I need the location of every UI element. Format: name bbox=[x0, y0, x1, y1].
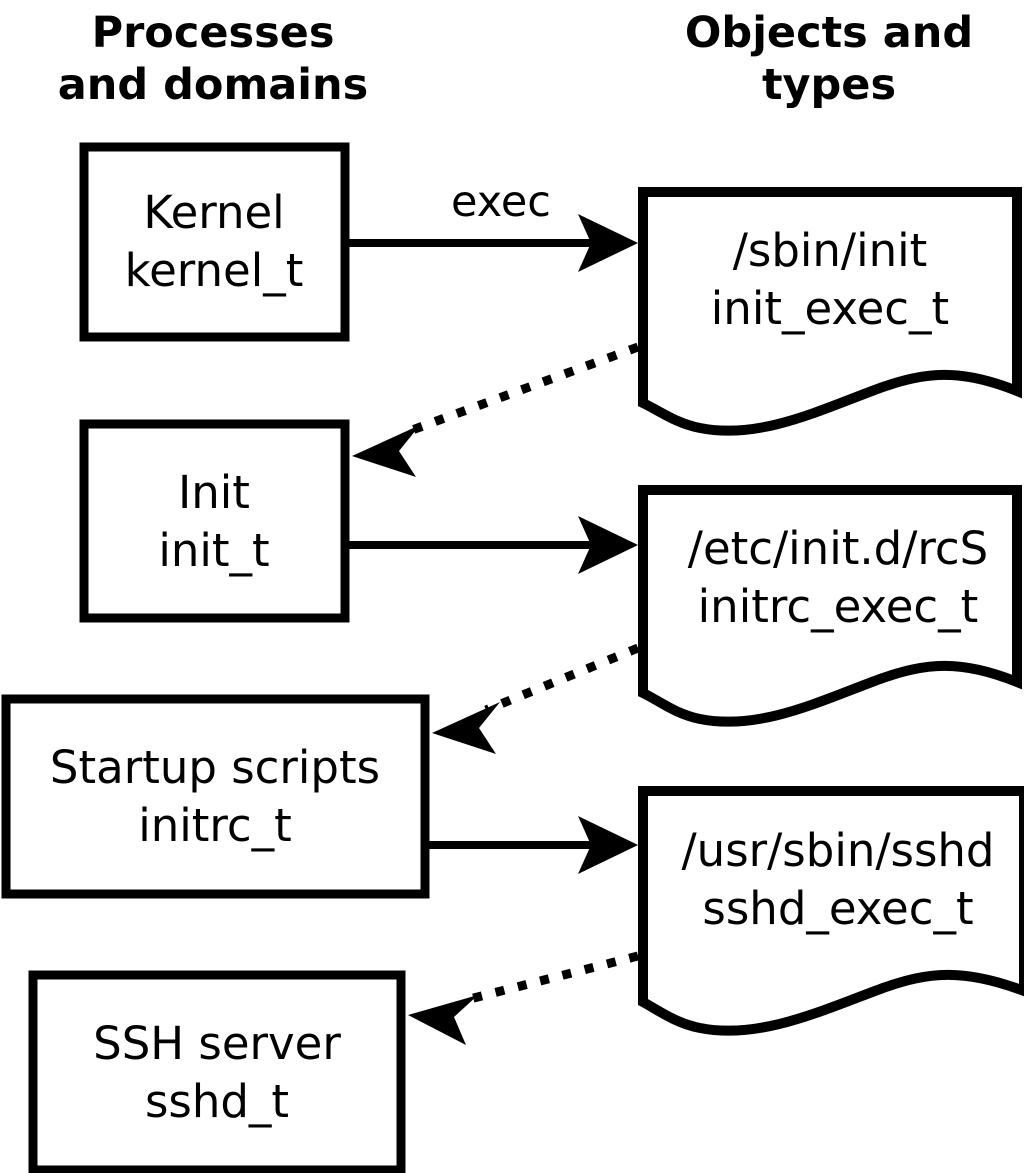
node-startup-scripts-label-line2: initrc_t bbox=[138, 799, 292, 852]
edge-sshd-exec-to-ssh-server-arrowhead bbox=[408, 995, 478, 1045]
node-init[interactable]: Init init_t bbox=[79, 419, 350, 623]
edge-init-exec-to-init-line bbox=[402, 342, 640, 438]
node-kernel-box[interactable] bbox=[79, 142, 350, 342]
edge-init-to-initrc-exec-arrowhead bbox=[578, 516, 638, 574]
node-init-box[interactable] bbox=[79, 419, 350, 623]
node-sshd-exec-label-line1: /usr/sbin/sshd bbox=[682, 824, 995, 877]
node-ssh-server-label-line1: SSH server bbox=[93, 1017, 341, 1070]
edge-kernel-to-init-exec[interactable]: exec bbox=[345, 177, 638, 272]
node-initrc-exec-document[interactable] bbox=[638, 485, 1022, 727]
column-heading-objects: Objects and types bbox=[685, 8, 973, 110]
edge-kernel-to-init-exec-arrowhead bbox=[578, 214, 638, 272]
node-initrc-exec[interactable]: /etc/init.d/rcS initrc_exec_t bbox=[638, 485, 1022, 727]
edge-startup-scripts-to-sshd-exec-arrowhead bbox=[578, 816, 638, 874]
node-initrc-exec-label-line1: /etc/init.d/rcS bbox=[688, 522, 988, 575]
node-ssh-server[interactable]: SSH server sshd_t bbox=[28, 970, 406, 1173]
node-init-exec-document[interactable] bbox=[638, 187, 1022, 436]
node-sshd-exec-label-line2: sshd_exec_t bbox=[702, 882, 973, 935]
node-init-exec-label-line2: init_exec_t bbox=[711, 282, 949, 335]
edge-startup-scripts-to-sshd-exec[interactable] bbox=[425, 816, 638, 874]
node-kernel-label-line2: kernel_t bbox=[125, 244, 304, 297]
node-init-exec[interactable]: /sbin/init init_exec_t bbox=[638, 187, 1022, 436]
edge-initrc-exec-to-startup-scripts-arrowhead bbox=[432, 702, 500, 754]
node-startup-scripts-box[interactable] bbox=[1, 694, 430, 899]
node-kernel[interactable]: Kernel kernel_t bbox=[79, 142, 350, 342]
column-heading-processes: Processes and domains bbox=[58, 8, 368, 110]
node-startup-scripts[interactable]: Startup scripts initrc_t bbox=[1, 694, 430, 899]
column-heading-processes-line2: and domains bbox=[58, 60, 368, 110]
column-heading-objects-line2: types bbox=[762, 60, 896, 110]
column-heading-processes-line1: Processes bbox=[92, 8, 335, 58]
node-init-label-line1: Init bbox=[178, 466, 250, 519]
node-sshd-exec[interactable]: /usr/sbin/sshd sshd_exec_t bbox=[638, 786, 1024, 1036]
edge-initrc-exec-to-startup-scripts-line bbox=[484, 643, 640, 715]
column-heading-objects-line1: Objects and bbox=[685, 8, 973, 58]
edge-label-exec: exec bbox=[451, 177, 551, 227]
edge-init-exec-to-init[interactable] bbox=[352, 342, 640, 477]
node-ssh-server-box[interactable] bbox=[28, 970, 406, 1173]
edge-sshd-exec-to-ssh-server-line bbox=[460, 951, 640, 1006]
edge-init-exec-to-init-arrowhead bbox=[352, 425, 420, 477]
edge-initrc-exec-to-startup-scripts[interactable] bbox=[432, 643, 640, 754]
node-init-exec-label-line1: /sbin/init bbox=[733, 224, 928, 277]
node-initrc-exec-label-line2: initrc_exec_t bbox=[698, 580, 979, 633]
node-ssh-server-label-line2: sshd_t bbox=[145, 1075, 289, 1128]
node-startup-scripts-label-line1: Startup scripts bbox=[50, 741, 380, 794]
node-sshd-exec-document[interactable] bbox=[638, 786, 1024, 1036]
edge-sshd-exec-to-ssh-server[interactable] bbox=[408, 951, 640, 1045]
node-kernel-label-line1: Kernel bbox=[143, 186, 284, 239]
edge-init-to-initrc-exec[interactable] bbox=[345, 516, 638, 574]
node-init-label-line2: init_t bbox=[158, 524, 269, 577]
